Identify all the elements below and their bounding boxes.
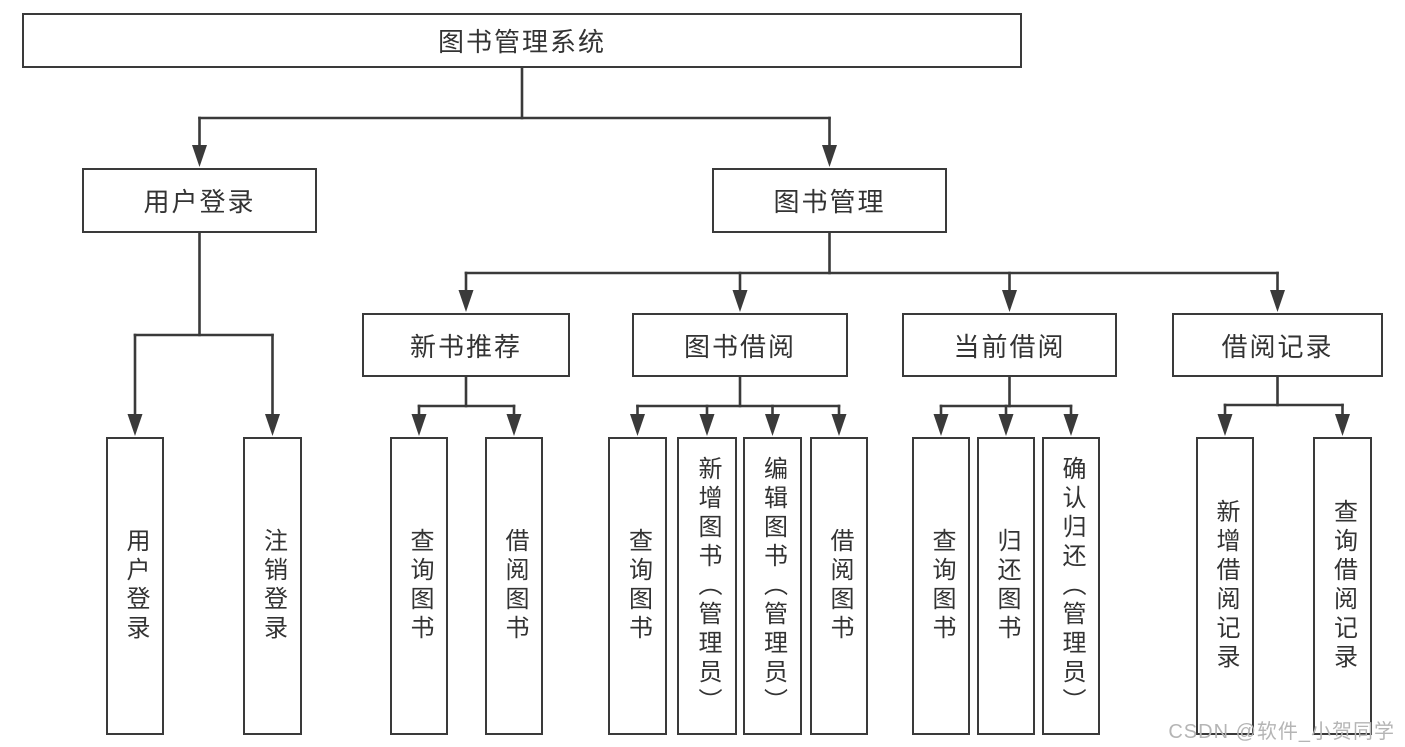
node-leaf-edit-books-admin: 编辑图书（管理员） <box>743 437 802 735</box>
node-leaf-add-borrow-record: 新增借阅记录 <box>1196 437 1254 735</box>
node-label: 新增图书（管理员） <box>694 455 721 717</box>
node-label: 当前借阅 <box>953 331 1066 362</box>
node-label: 用户登录 <box>122 528 149 644</box>
node-current-borrowing: 当前借阅 <box>902 313 1117 377</box>
node-book-management: 图书管理 <box>712 168 947 233</box>
node-label: 借阅记录 <box>1221 331 1334 362</box>
node-label: 查询图书 <box>406 528 433 644</box>
node-label: 图书借阅 <box>683 331 796 362</box>
node-label: 新增借阅记录 <box>1212 499 1239 673</box>
node-leaf-return-books: 归还图书 <box>977 437 1035 735</box>
node-leaf-borrow-books: 借阅图书 <box>485 437 543 735</box>
node-borrowing-records: 借阅记录 <box>1172 313 1383 377</box>
node-label: 图书管理系统 <box>437 27 606 57</box>
node-leaf-query-books: 查询图书 <box>912 437 970 735</box>
node-library-management-system: 图书管理系统 <box>22 13 1022 68</box>
node-label: 编辑图书（管理员） <box>759 455 787 717</box>
node-label: 查询图书 <box>928 528 955 644</box>
node-label: 注销登录 <box>259 528 287 644</box>
node-user-login: 用户登录 <box>82 168 317 233</box>
node-new-book-recommendation: 新书推荐 <box>362 313 570 377</box>
node-leaf-query-borrow-record: 查询借阅记录 <box>1313 437 1372 735</box>
node-leaf-borrow-books: 借阅图书 <box>810 437 868 735</box>
node-label: 归还图书 <box>993 528 1020 644</box>
node-leaf-query-books: 查询图书 <box>608 437 667 735</box>
node-label: 借阅图书 <box>826 528 853 644</box>
node-label: 图书管理 <box>773 187 886 217</box>
node-leaf-logout: 注销登录 <box>243 437 302 735</box>
node-label: 借阅图书 <box>501 528 528 644</box>
node-leaf-add-books-admin: 新增图书（管理员） <box>677 437 737 735</box>
node-book-borrowing: 图书借阅 <box>632 313 848 377</box>
node-label: 新书推荐 <box>409 331 522 362</box>
node-leaf-query-books: 查询图书 <box>390 437 448 735</box>
node-leaf-user-login: 用户登录 <box>106 437 164 735</box>
node-label: 用户登录 <box>143 187 256 217</box>
node-label: 查询借阅记录 <box>1329 499 1357 673</box>
node-label: 确认归还（管理员） <box>1058 455 1085 717</box>
node-label: 查询图书 <box>624 528 652 644</box>
node-leaf-confirm-return-admin: 确认归还（管理员） <box>1042 437 1100 735</box>
csdn-watermark: CSDN @软件_小贺同学 <box>1168 721 1395 743</box>
